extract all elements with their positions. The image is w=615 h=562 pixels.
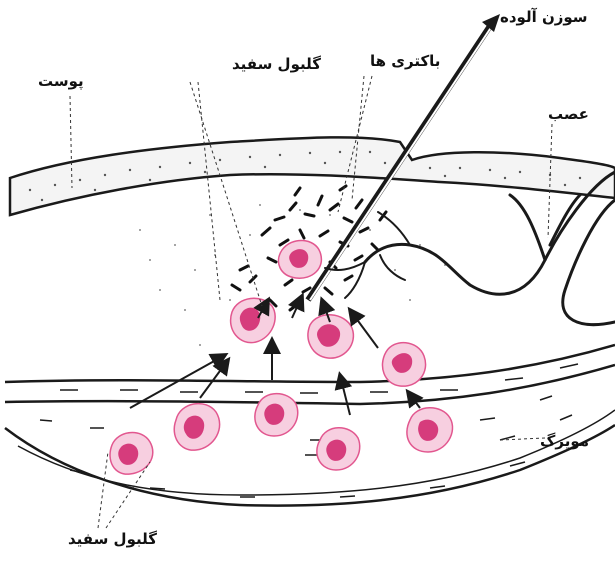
- label-white-blood-cell-top: گلبول سفید: [232, 55, 321, 73]
- capillary: [5, 345, 615, 506]
- wbc-cell: [382, 343, 425, 387]
- label-nerve: عصب: [548, 105, 589, 123]
- nerve: [325, 172, 615, 325]
- wbc-cell: [407, 408, 453, 452]
- label-needle: سوزن آلوده: [500, 8, 588, 26]
- label-white-blood-cell-bottom: گلبول سفید: [68, 530, 157, 548]
- white-blood-cells: [110, 240, 453, 474]
- label-bacteria: باکتری ها: [370, 52, 440, 70]
- wbc-cell: [255, 394, 298, 436]
- skin-layer: [10, 137, 615, 215]
- wbc-cell: [317, 428, 360, 470]
- label-capillary: مویرگ: [540, 432, 589, 450]
- wbc-cell: [231, 298, 276, 342]
- wbc-cell: [278, 240, 321, 278]
- label-skin: پوست: [38, 72, 84, 90]
- wbc-cell: [174, 404, 219, 451]
